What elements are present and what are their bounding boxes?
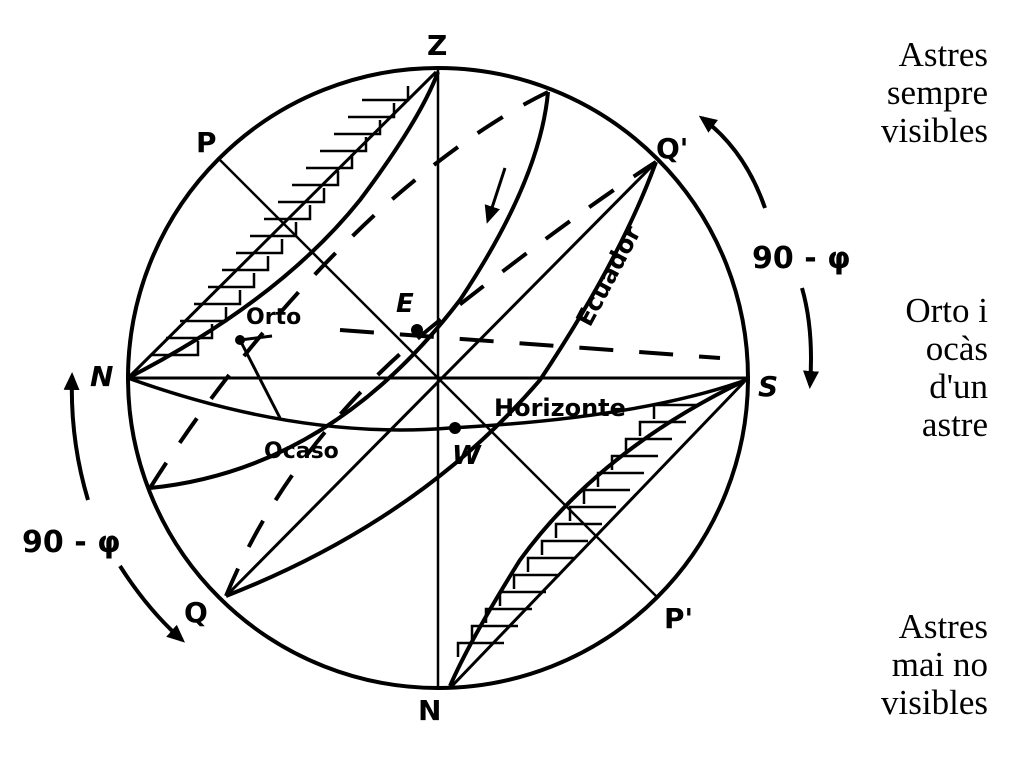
caption-line: Astres (898, 35, 988, 74)
caption-rise-set: Orto i ocàs d'un astre (905, 292, 988, 444)
east-point (411, 324, 423, 336)
equator-line (224, 160, 658, 598)
caption-line: visibles (881, 111, 988, 150)
east-label: E (396, 289, 414, 319)
caption-line: Orto i (905, 291, 988, 330)
upper-angle-arrow-top (698, 115, 767, 209)
caption-line: astre (921, 405, 988, 444)
upper-angle-label: 90 - φ (752, 241, 851, 276)
circumpolar-circle (127, 71, 440, 380)
caption-line: mai no (891, 645, 988, 684)
north-label: N (90, 360, 113, 393)
caption-line: ocàs (925, 329, 988, 368)
rise-label: Orto (246, 305, 301, 330)
lower-angle-label: 90 - φ (22, 525, 121, 560)
south-label: S (758, 370, 778, 403)
equator-bottom-label: Q (184, 596, 208, 629)
horizon-label: Horizonte (494, 394, 626, 422)
lower-angle-arrow-top (63, 372, 90, 501)
zenith-label: Z (427, 29, 447, 62)
caption-line: d'un (929, 367, 988, 406)
east-west-dashed (339, 328, 721, 360)
equator-front-curve (225, 161, 658, 598)
upper-angle-arrow-bottom (800, 287, 819, 389)
caption-line: sempre (886, 73, 988, 112)
rise-set-pointer (238, 339, 282, 419)
caption-circumpolar: Astres sempre visibles (881, 36, 988, 150)
circumpolar-edge (128, 70, 438, 378)
lower-angle-arrow-bottom (118, 564, 185, 643)
caption-line: visibles (881, 683, 988, 722)
set-label: Ocaso (264, 439, 339, 464)
diurnal-direction-arrow (484, 167, 507, 224)
diurnal-path (149, 91, 550, 490)
pole-label: P (196, 126, 217, 159)
west-label: W (452, 441, 482, 471)
equator-back-dashed (224, 160, 658, 597)
caption-line: Astres (898, 607, 988, 646)
rise-set-pointer-tail (239, 334, 273, 342)
equator-top-label: Q' (656, 132, 688, 165)
diurnal-path-dashed (148, 90, 549, 490)
circumpolar-hatching (152, 86, 410, 357)
nadir-label: N (418, 694, 441, 727)
west-point (449, 422, 461, 434)
never-visible-edge (450, 380, 746, 688)
never-visible-circle (448, 378, 747, 687)
caption-never-visible: Astres mai no visibles (881, 608, 988, 722)
pole-opposite-label: P' (664, 602, 693, 635)
never-visible-hatching (456, 403, 700, 657)
